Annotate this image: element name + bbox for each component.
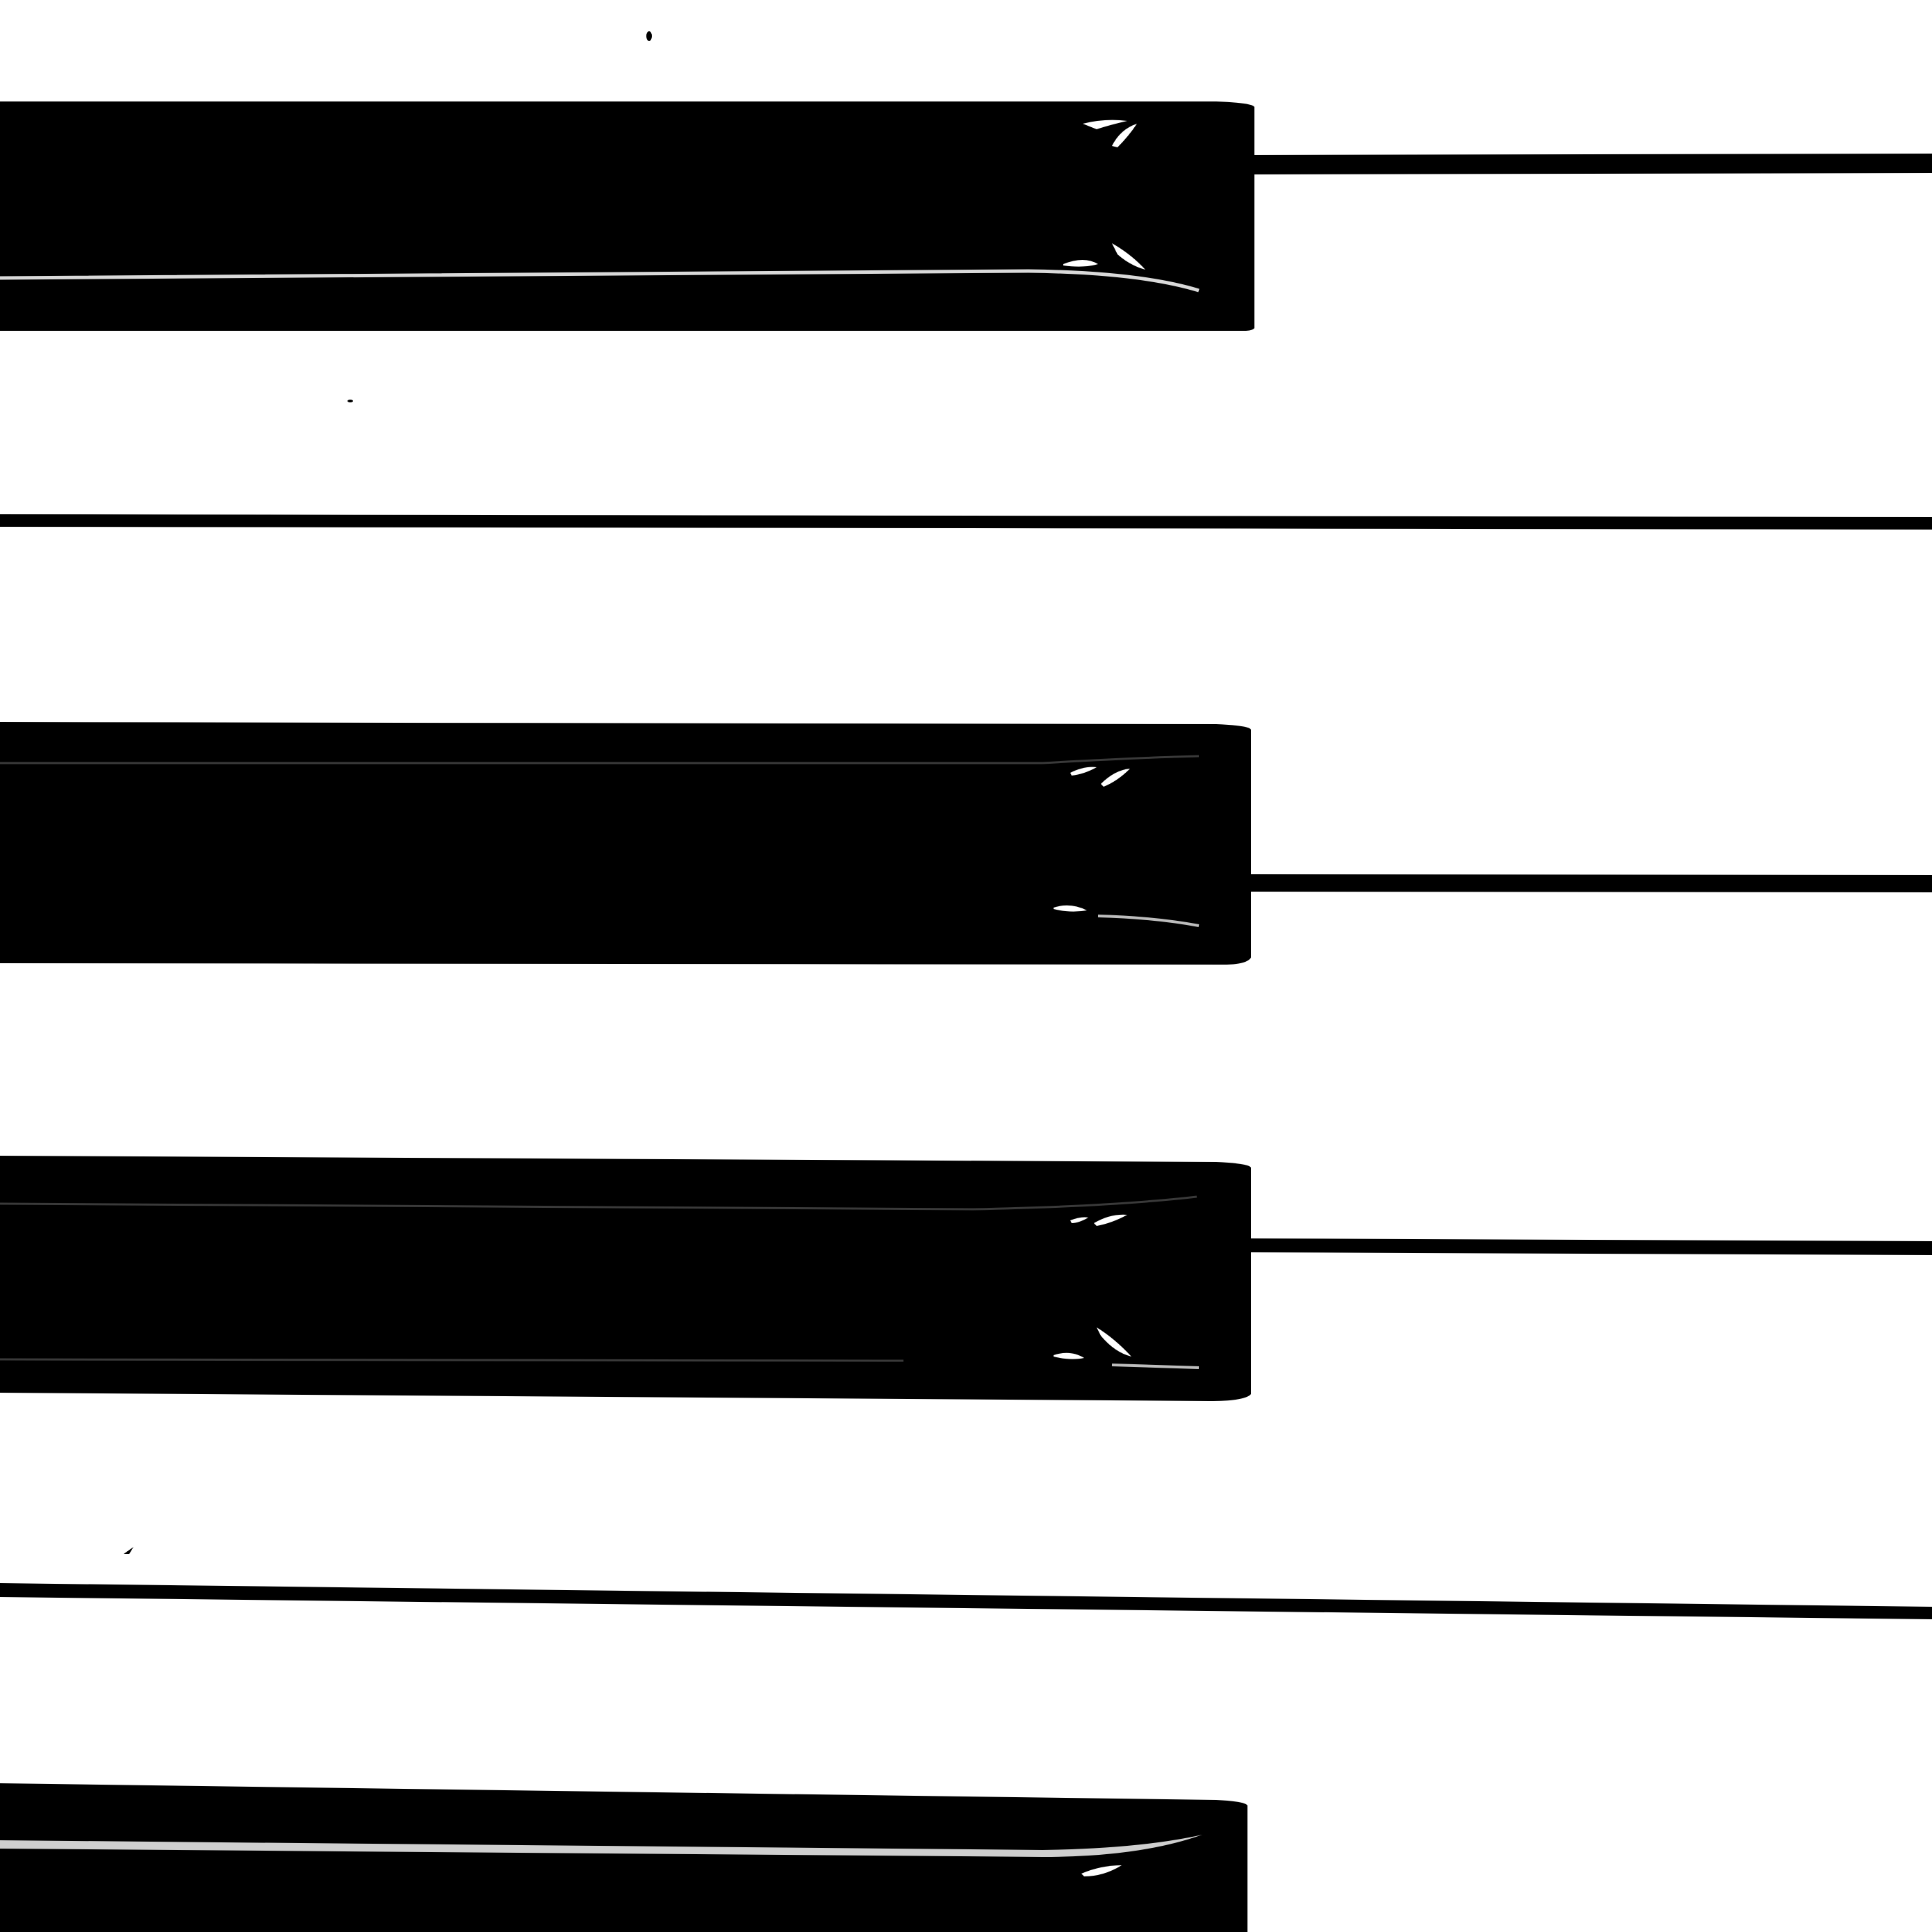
white-key-gaps (0, 154, 1932, 1619)
black-key-body (0, 722, 1251, 965)
key-reflection (1054, 905, 1087, 912)
key-reflection (0, 269, 1200, 293)
key-gap (0, 514, 1932, 530)
black-key (0, 101, 1254, 331)
key-reflection (1094, 1214, 1127, 1226)
black-key-body (0, 1783, 1247, 1932)
key-reflection (1081, 1865, 1122, 1876)
dust-speck (124, 1547, 133, 1554)
key-reflection (0, 1835, 1202, 1857)
key-reflection (1070, 1217, 1088, 1223)
key-reflection (1097, 915, 1200, 927)
black-key (0, 1783, 1247, 1932)
key-reflection (1112, 243, 1145, 270)
key-reflection (1054, 1352, 1084, 1359)
key-reflection (1112, 124, 1137, 147)
key-reflection (1083, 120, 1127, 129)
key-reflection (1101, 769, 1130, 787)
key-reflection (1097, 1327, 1131, 1357)
key-gap (1251, 1238, 1932, 1255)
key-gap (1251, 154, 1932, 174)
key-reflection (0, 1358, 904, 1362)
black-key-body (0, 101, 1254, 331)
black-key (0, 1156, 1251, 1401)
key-reflection (1070, 767, 1097, 776)
black-key-body (0, 1156, 1251, 1401)
dust-speck (347, 400, 353, 402)
dust-specks (124, 31, 652, 1554)
black-key (0, 722, 1251, 965)
key-gap (0, 1583, 1932, 1619)
key-gap (1251, 874, 1932, 892)
key-reflection (0, 755, 1200, 764)
key-reflection (1063, 260, 1098, 267)
key-reflection (0, 1195, 1197, 1211)
key-reflection (1111, 1364, 1200, 1369)
dust-speck (646, 31, 652, 41)
